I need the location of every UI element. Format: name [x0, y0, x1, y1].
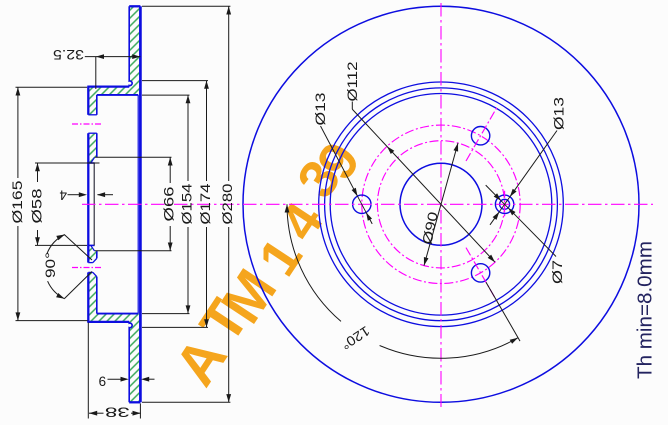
- svg-text:Ø66: Ø66: [162, 187, 177, 222]
- svg-text:Ø58: Ø58: [30, 189, 45, 224]
- svg-text:9: 9: [99, 373, 107, 388]
- svg-text:90°: 90°: [43, 252, 58, 278]
- svg-text:Ø7: Ø7: [550, 260, 565, 284]
- svg-text:32.5: 32.5: [53, 47, 84, 62]
- svg-text:Ø154: Ø154: [179, 183, 194, 225]
- svg-text:Ø13: Ø13: [313, 93, 328, 126]
- svg-text:Ø280: Ø280: [220, 184, 235, 225]
- svg-text:Ø13: Ø13: [552, 97, 567, 130]
- svg-text:Ø165: Ø165: [10, 181, 25, 224]
- svg-text:Th min=8.0mm: Th min=8.0mm: [634, 241, 656, 379]
- svg-text:Ø112: Ø112: [345, 62, 360, 102]
- svg-text:Ø90: Ø90: [419, 210, 441, 245]
- svg-text:Ø174: Ø174: [198, 183, 213, 225]
- svg-text:38: 38: [105, 404, 130, 419]
- svg-text:4: 4: [59, 187, 67, 202]
